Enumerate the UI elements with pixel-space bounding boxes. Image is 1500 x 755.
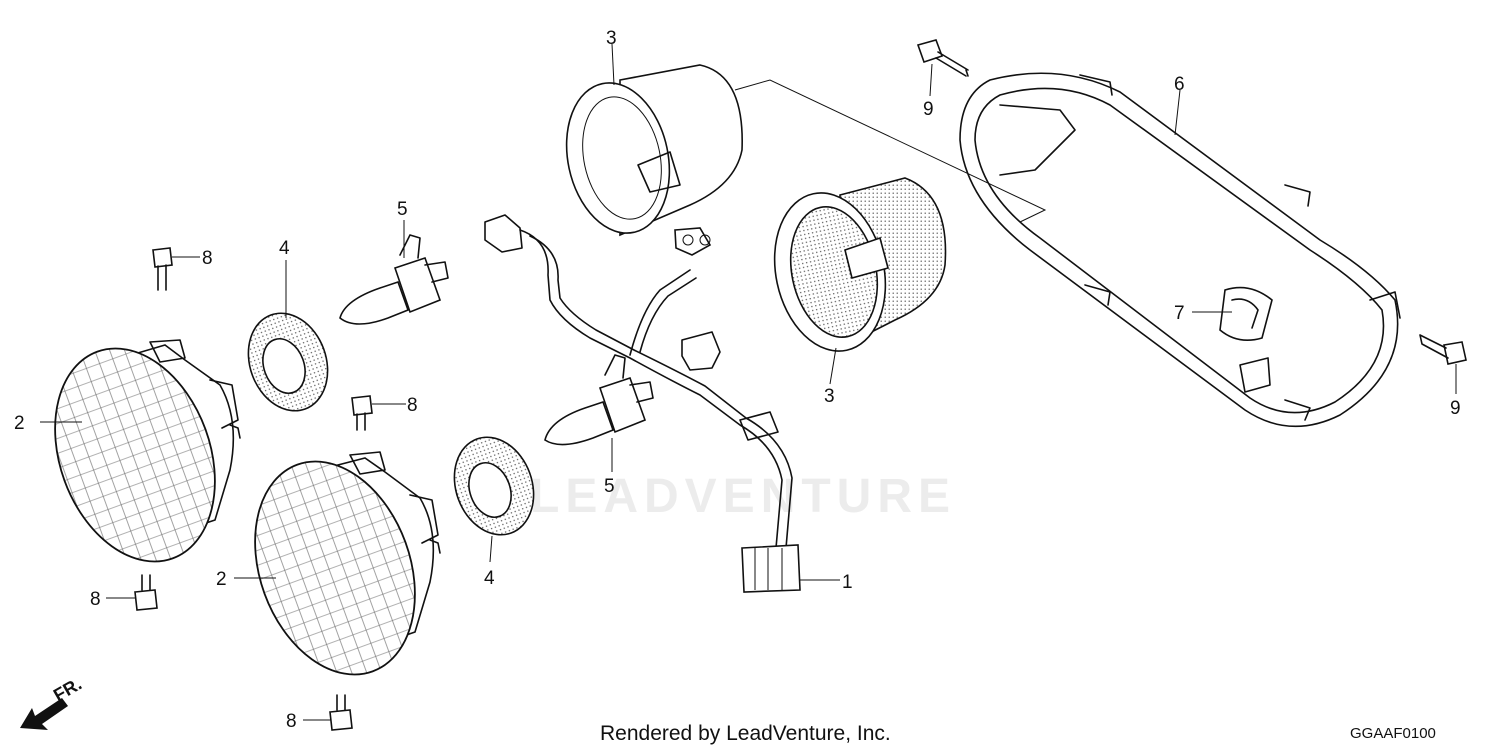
callout-2-right: 2 (216, 569, 227, 590)
bolt-8-d[interactable] (329, 694, 353, 731)
callout-4-upper: 4 (279, 238, 290, 259)
callout-8-a: 8 (202, 248, 213, 269)
callout-5-upper: 5 (397, 199, 408, 220)
headlight-frame[interactable] (959, 72, 1401, 428)
callout-3-upper: 3 (606, 28, 617, 49)
headlight-unit-left[interactable] (27, 326, 243, 584)
seal-ring-upper[interactable] (235, 302, 341, 422)
callout-2-left: 2 (14, 413, 25, 434)
callout-9-right: 9 (1450, 398, 1461, 419)
callout-6: 6 (1174, 74, 1185, 95)
leader-lines (40, 43, 1457, 721)
bolt-8-b[interactable] (351, 395, 373, 431)
headlight-bulb-lower[interactable] (544, 354, 654, 446)
callout-9-upper: 9 (923, 99, 934, 120)
headlight-case-lower[interactable] (761, 177, 947, 361)
headlight-wire-harness[interactable] (484, 214, 801, 593)
headlight-bulb-upper[interactable] (339, 234, 449, 325)
seal-ring-lower[interactable] (441, 426, 547, 546)
callout-7: 7 (1174, 303, 1185, 324)
watermark-text: LEADVENTURE (530, 470, 956, 523)
front-label: FR. (50, 674, 85, 706)
credit-text: Rendered by LeadVenture, Inc. (600, 722, 891, 745)
front-arrow-icon (20, 698, 68, 730)
callouts: 1 2 2 3 3 4 4 5 5 6 7 8 8 8 8 9 9 (14, 28, 1461, 732)
bulb-socket-7[interactable] (1219, 286, 1273, 393)
bolt-8-c[interactable] (134, 574, 158, 611)
callout-4-lower: 4 (484, 568, 495, 589)
callout-8-d: 8 (286, 711, 297, 732)
headlight-case-upper[interactable] (553, 64, 743, 243)
alignment-line (734, 79, 1047, 223)
bolt-8-a[interactable] (152, 247, 173, 291)
bolt-9-upper[interactable] (916, 39, 969, 77)
callout-8-b: 8 (407, 395, 418, 416)
callout-5-lower: 5 (604, 476, 615, 497)
bolt-9-right[interactable] (1419, 334, 1467, 365)
callout-8-c: 8 (90, 589, 101, 610)
callout-1: 1 (842, 572, 853, 593)
callout-3-lower: 3 (824, 386, 835, 407)
headlight-unit-right[interactable] (227, 439, 443, 697)
diagram-code: GGAAF0100 (1350, 725, 1436, 742)
